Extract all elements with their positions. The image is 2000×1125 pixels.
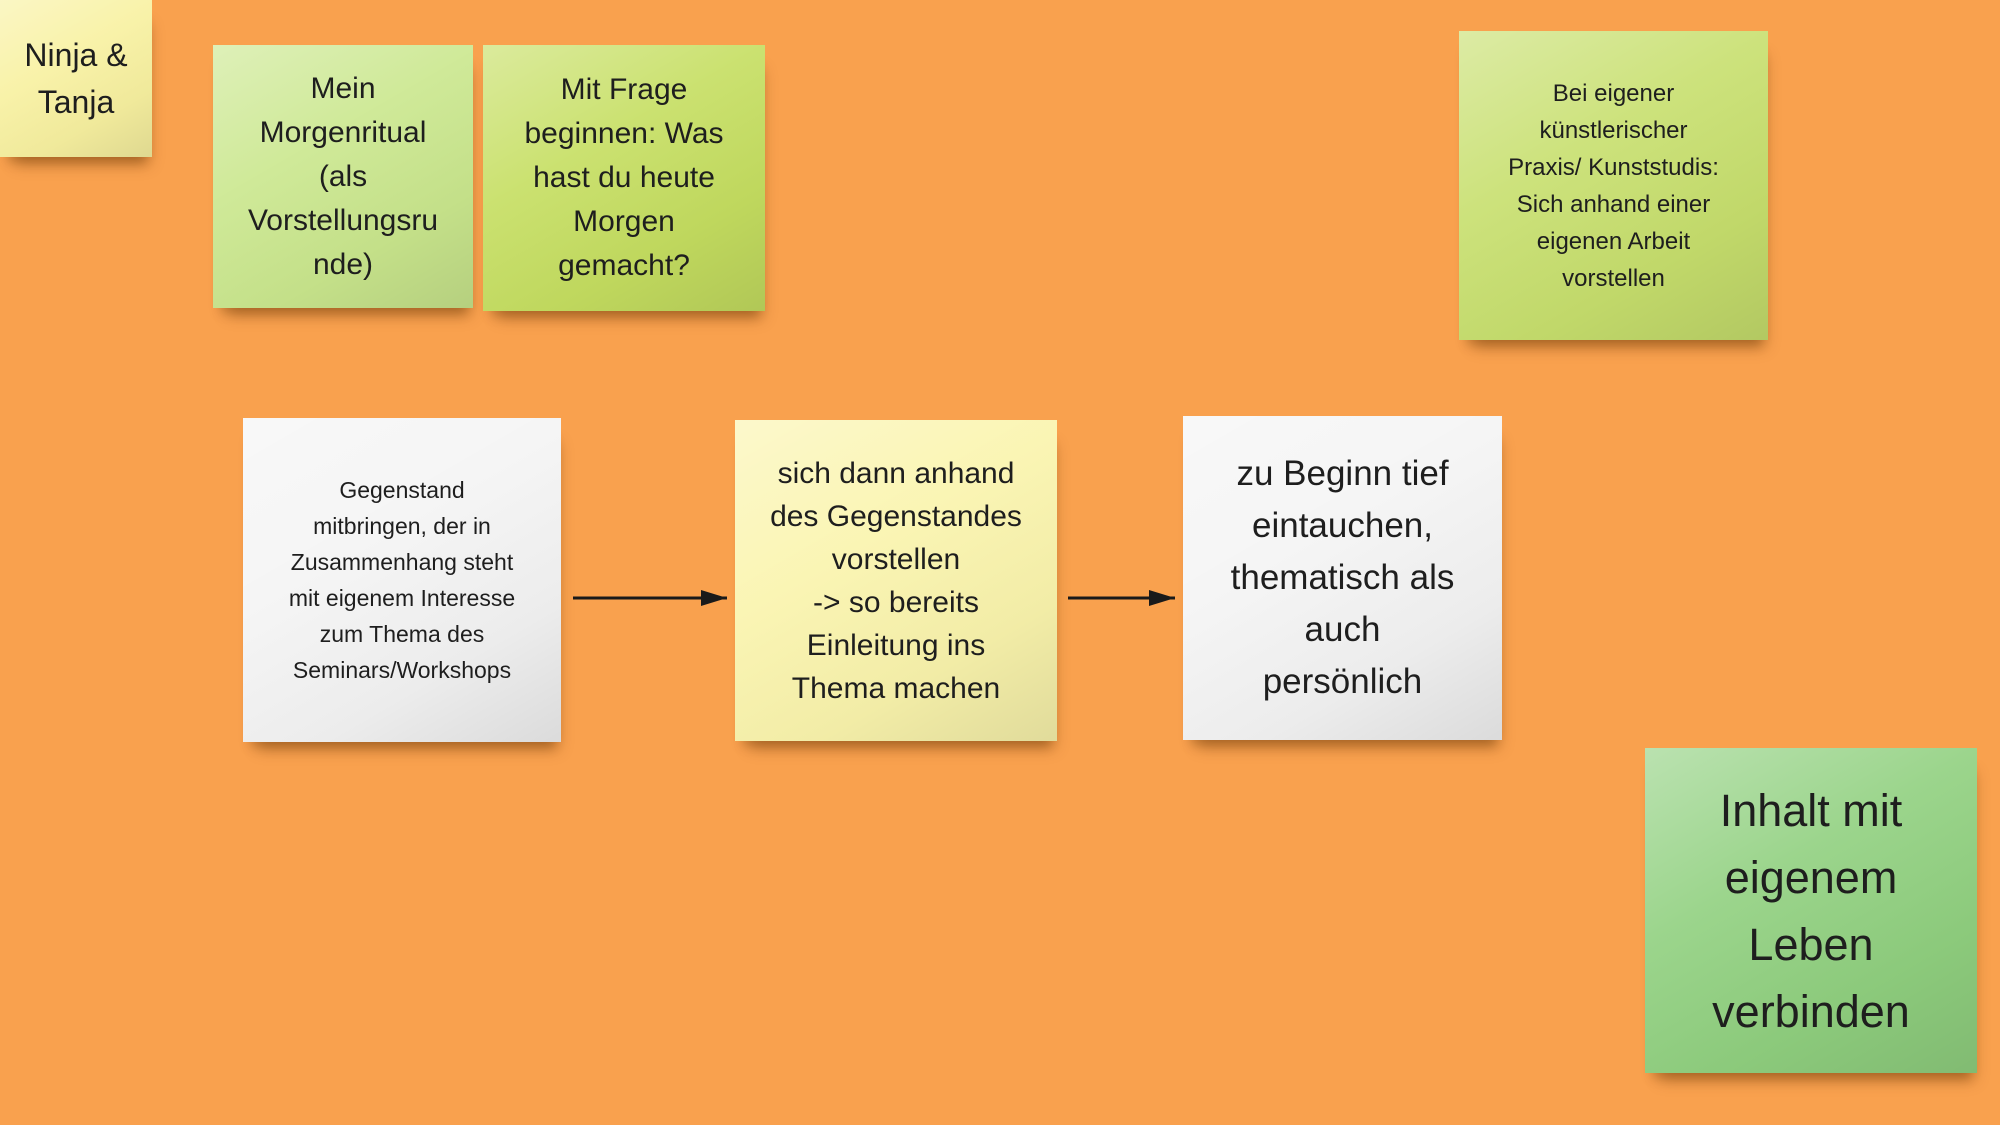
- sticky-note-inhalt-verbinden[interactable]: Inhalt mit eigenem Leben verbinden: [1645, 748, 1977, 1073]
- sticky-note-mit-frage[interactable]: Mit Frage beginnen: Was hast du heute Mo…: [483, 45, 765, 311]
- sticky-note-text: Mit Frage beginnen: Was hast du heute Mo…: [524, 73, 724, 282]
- sticky-note-text: Inhalt mit eigenem Leben verbinden: [1712, 784, 1910, 1037]
- sticky-note-text: Ninja & Tanja: [24, 36, 128, 120]
- sticky-note-zu-beginn[interactable]: zu Beginn tief eintauchen, thematisch al…: [1183, 416, 1502, 740]
- sticky-note-morgenritual[interactable]: Mein Morgenritual (als Vorstellungsru nd…: [213, 45, 473, 308]
- sticky-note-text: Mein Morgenritual (als Vorstellungsru nd…: [247, 71, 439, 281]
- sticky-note-bei-eigener-praxis[interactable]: Bei eigener künstlerischer Praxis/ Kunst…: [1459, 31, 1768, 340]
- sticky-note-gegenstand-vorstellen[interactable]: sich dann anhand des Gegenstandes vorste…: [735, 420, 1057, 741]
- sticky-note-text: Gegenstand mitbringen, der in Zusammenha…: [288, 477, 516, 683]
- sticky-note-text: Bei eigener künstlerischer Praxis/ Kunst…: [1508, 79, 1719, 292]
- sticky-note-text: sich dann anhand des Gegenstandes vorste…: [770, 456, 1022, 705]
- sticky-note-gegenstand-mitbringen[interactable]: Gegenstand mitbringen, der in Zusammenha…: [243, 418, 561, 742]
- sticky-note-ninja-tanja[interactable]: Ninja & Tanja: [0, 0, 152, 157]
- sticky-note-text: zu Beginn tief eintauchen, thematisch al…: [1230, 454, 1455, 701]
